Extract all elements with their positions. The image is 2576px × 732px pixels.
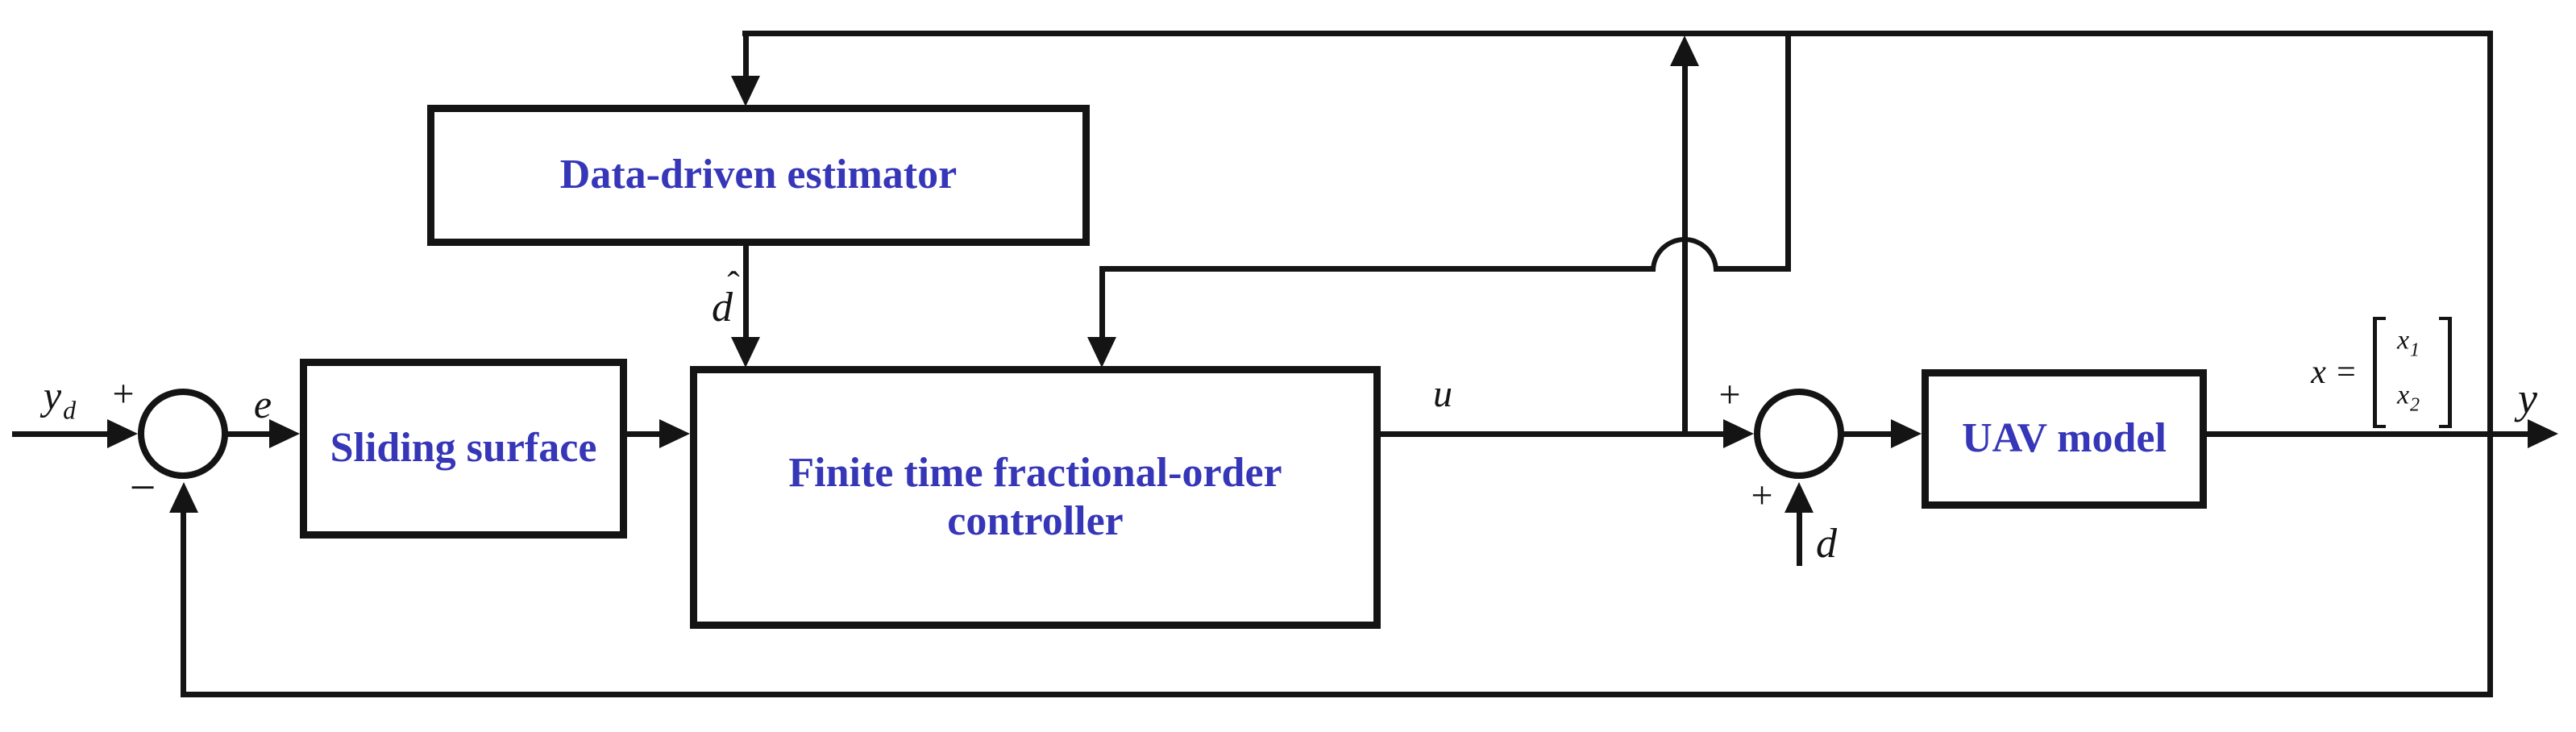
line-sliding-to-controller: [625, 431, 664, 437]
line-dhat-vertical: [743, 239, 749, 340]
line-inner-feedback-downleg: [1099, 268, 1105, 339]
summing-junction-error: [138, 389, 228, 479]
arrowhead-output: [2528, 419, 2558, 448]
line-inner-feedback-vertical-right: [1785, 33, 1791, 272]
label-dhat-base: d: [712, 285, 733, 331]
arrowhead-disturbance-into-sum2: [1785, 482, 1814, 513]
line-controller-to-sum2: [1381, 431, 1727, 437]
block-uav-model: UAV model: [1922, 369, 2207, 509]
label-reference-subscript: d: [63, 395, 77, 425]
block-controller-label-line2: controller: [947, 498, 1124, 544]
label-state-x2: x2: [2396, 380, 2420, 416]
arrowhead-inner-feedback-into-controller: [1087, 337, 1116, 368]
label-state-x1-subscript: 1: [2410, 339, 2420, 361]
arrowhead-feedback-into-sum1: [169, 482, 198, 513]
block-sliding-surface: Sliding surface: [300, 359, 627, 539]
arrowhead-dhat-into-controller: [731, 337, 760, 368]
label-reference-yd: yd: [44, 376, 76, 423]
label-state-equation: x =: [2311, 354, 2358, 391]
state-vector-bracket-right: [2439, 317, 2452, 428]
label-state-x1: x1: [2396, 325, 2420, 361]
arrowhead-u-tap-to-bus: [1670, 35, 1699, 66]
block-sliding-surface-label: Sliding surface: [330, 425, 597, 472]
block-uav-model-label: UAV model: [1962, 415, 2167, 462]
line-output-feedback-vertical: [2487, 31, 2493, 697]
label-reference-base: y: [43, 372, 62, 418]
line-estimator-input-vertical: [743, 31, 749, 77]
line-inner-feedback-horizontal-left: [1099, 266, 1656, 272]
label-state-x1-base: x: [2396, 325, 2410, 356]
arrowhead-into-estimator: [731, 76, 760, 106]
line-uav-to-output: [2205, 431, 2531, 437]
state-vector-bracket-left: [2373, 317, 2386, 428]
label-state-x2-subscript: 2: [2410, 394, 2420, 416]
label-sum1-minus: −: [129, 461, 156, 514]
block-data-driven-estimator-label: Data-driven estimator: [559, 152, 958, 198]
line-hop-bridge: [1651, 237, 1718, 271]
line-inner-feedback-horizontal-right: [1714, 266, 1791, 272]
block-data-driven-estimator: Data-driven estimator: [427, 105, 1090, 246]
line-top-feedback-bus: [742, 31, 2493, 36]
label-disturbance-estimate-dhat: ˆ d: [698, 264, 746, 331]
line-disturbance-input-vertical: [1797, 511, 1802, 566]
line-bottom-feedback: [181, 692, 2493, 697]
arrowhead-into-sum2: [1723, 419, 1754, 448]
label-sum2-plus-input: +: [1718, 373, 1741, 416]
label-state-x2-base: x: [2396, 380, 2410, 410]
label-sum1-plus: +: [112, 372, 135, 415]
line-reference-input: [12, 431, 113, 437]
block-controller: Finite time fractional-order controller: [690, 366, 1381, 629]
arrowhead-into-sum1: [107, 419, 138, 448]
block-controller-label-line1: Finite time fractional-order: [788, 449, 1282, 496]
arrowhead-into-sliding: [269, 419, 300, 448]
label-disturbance-d: d: [1816, 521, 1837, 567]
line-sum1-to-sliding: [226, 431, 273, 437]
label-output-y: y: [2518, 374, 2537, 422]
label-control-u: u: [1433, 372, 1452, 415]
label-dhat-accent: ˆ: [727, 264, 740, 305]
line-left-feedback-vertical: [181, 511, 186, 697]
label-error-e: e: [253, 381, 272, 426]
arrowhead-into-uav: [1891, 419, 1922, 448]
line-sum2-to-uav: [1843, 431, 1894, 437]
summing-junction-disturbance: [1754, 389, 1844, 479]
label-sum2-plus-disturbance: +: [1751, 474, 1773, 517]
arrowhead-into-controller: [659, 419, 690, 448]
